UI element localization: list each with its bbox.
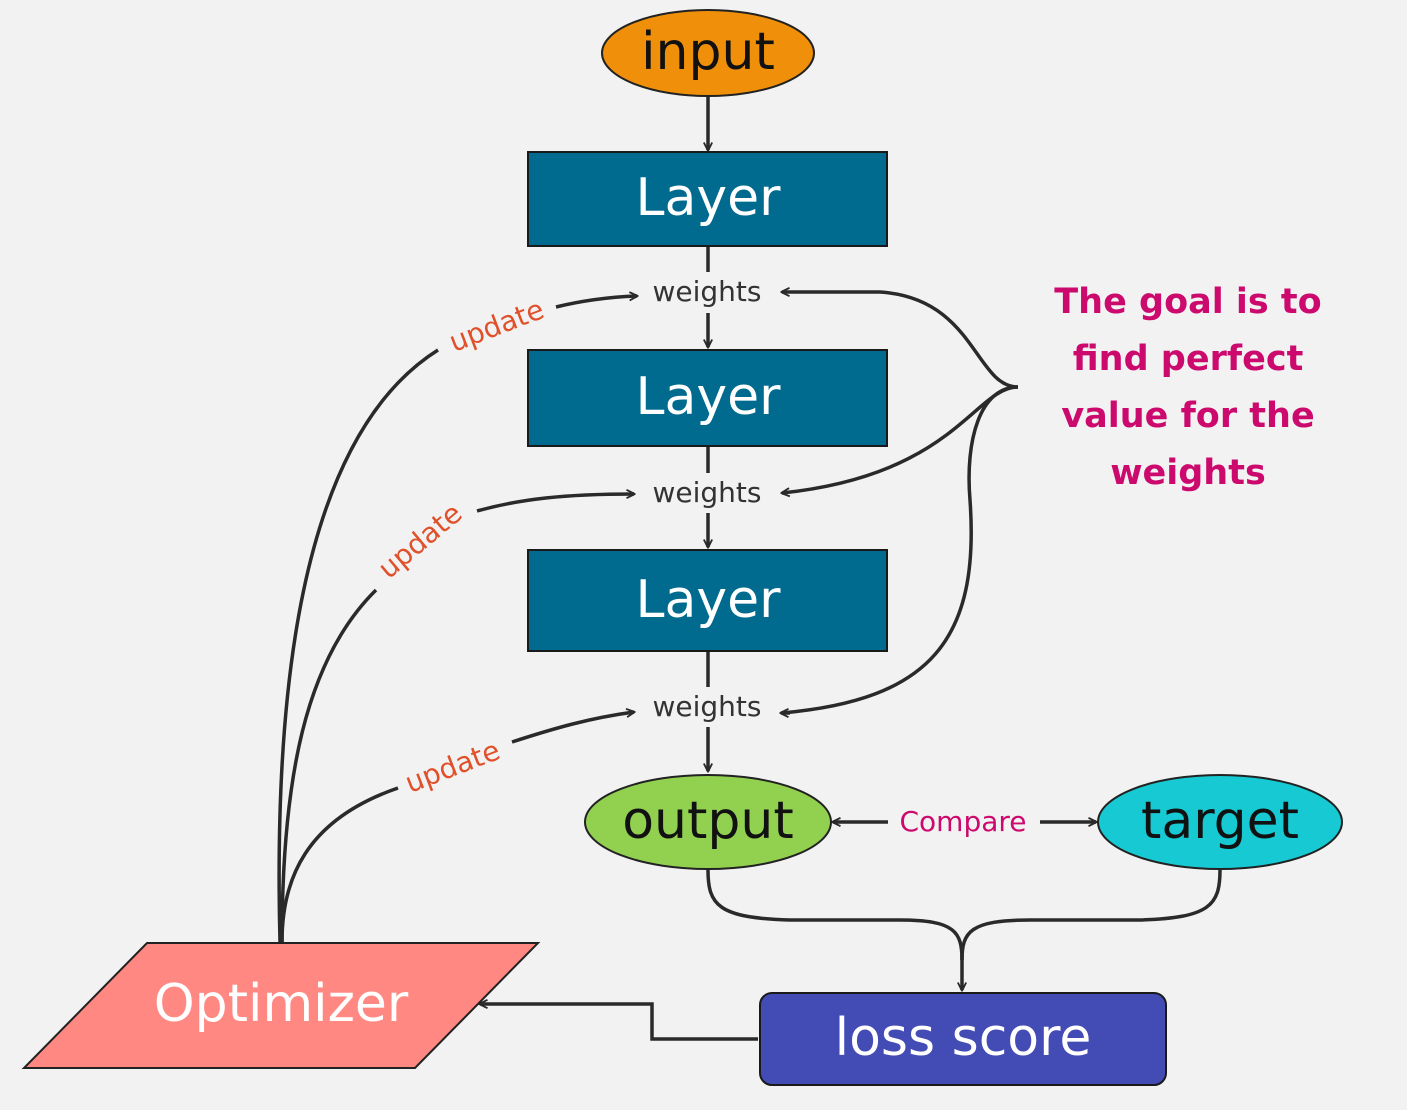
optimizer-node: Optimizer (21, 942, 541, 1069)
target-node: target (1097, 774, 1343, 870)
weights-1-label: weights (653, 275, 762, 308)
optimizer-label: Optimizer (154, 974, 409, 1034)
goal-note: The goal is to find perfect value for th… (1054, 282, 1321, 493)
goal-note-line-4: weights (1110, 453, 1266, 493)
weights-2-label: weights (653, 476, 762, 509)
target-to-loss-curve (960, 869, 1222, 961)
output-node: output (584, 774, 832, 870)
layer-2-label: Layer (636, 367, 782, 427)
layer-2-node: Layer (527, 349, 888, 447)
output-to-loss-curve (706, 869, 964, 961)
goal-note-line-1: The goal is to (1054, 282, 1321, 322)
layer-3-node: Layer (527, 549, 888, 652)
goal-note-line-2: find perfect (1073, 339, 1304, 379)
update-label-2: update (372, 497, 469, 586)
optimizer-update-arrow-3 (511, 712, 634, 744)
loss-score-node: loss score (759, 992, 1167, 1086)
update-label-1: update (444, 293, 548, 359)
note-to-weights-1-arrow (782, 292, 1019, 389)
optimizer-update-arrow-2 (476, 494, 634, 513)
layer-1-node: Layer (527, 151, 888, 247)
output-label: output (622, 791, 794, 851)
input-label: input (641, 22, 775, 82)
loss-to-optimizer-arrow (480, 1004, 758, 1041)
layer-1-label: Layer (636, 168, 782, 228)
layer-3-label: Layer (636, 570, 782, 630)
update-label-3: update (400, 734, 504, 800)
optimizer-update-curve-1 (277, 348, 439, 943)
weights-3-label: weights (653, 690, 762, 723)
compare-label: Compare (899, 805, 1026, 838)
optimizer-update-curve-2 (280, 588, 378, 943)
optimizer-update-arrow-1 (555, 296, 637, 309)
optimizer-update-curve-3 (280, 786, 399, 943)
goal-note-line-3: value for the (1061, 396, 1314, 436)
input-node: input (601, 9, 815, 97)
note-to-weights-3-arrow (781, 385, 1019, 715)
target-label: target (1141, 791, 1299, 851)
loss-score-label: loss score (835, 1008, 1092, 1068)
